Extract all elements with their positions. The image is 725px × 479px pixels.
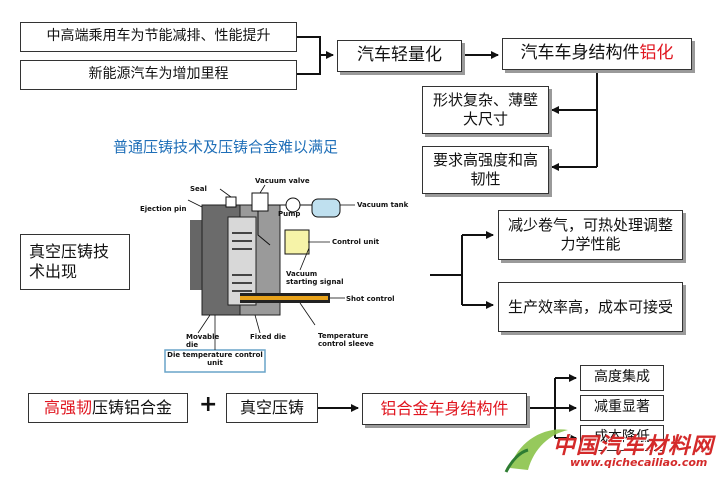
alloy-box: 高强韧压铸铝合金 — [28, 393, 188, 423]
outcome-box-1: 高度集成 — [580, 365, 664, 391]
vacuum-die-casting-schematic — [164, 184, 355, 373]
watermark-url: www.qichecailiao.com — [570, 456, 708, 469]
driver-text-2: 新能源汽车为增加里程 — [88, 66, 229, 83]
body-parts-box: 汽车车身结构件铝化 — [502, 38, 692, 70]
outcome-box-3: 成本降低 — [580, 425, 664, 451]
outcome-text-2: 减重显著 — [594, 399, 650, 416]
label-vacuum-signal: Vacuum starting signal — [286, 270, 344, 286]
lightweight-box: 汽车轻量化 — [337, 40, 462, 72]
temperature-control-sleeve — [240, 296, 328, 300]
result-box: 铝合金车身结构件 — [362, 393, 527, 425]
driver-box-2: 新能源汽车为增加里程 — [20, 60, 297, 90]
body-parts-text: 汽车车身结构件铝化 — [521, 43, 674, 64]
benefit-text-2: 生产效率高，成本可接受 — [507, 297, 673, 316]
ejection-pin-block — [190, 220, 202, 290]
label-control-unit: Control unit — [332, 238, 380, 246]
benefit-text-1: 减少卷气，可热处理调整力学性能 — [507, 216, 673, 253]
outcome-box-2: 减重显著 — [580, 395, 664, 421]
drivers-bracket — [297, 36, 321, 75]
alloy-text: 高强韧压铸铝合金 — [44, 398, 172, 418]
plus-sign: + — [199, 392, 218, 417]
benefit-box-2: 生产效率高，成本可接受 — [498, 282, 683, 332]
label-vacuum-valve: Vacuum valve — [255, 177, 310, 185]
vacuum-valve — [251, 192, 269, 212]
vacuum-casting-text: 真空压铸 — [239, 398, 304, 417]
alloy-rest: 压铸铝合金 — [92, 398, 173, 417]
control-unit-box — [284, 229, 310, 255]
label-fixed-die: Fixed die — [250, 333, 287, 341]
driver-box-1: 中高端乘用车为节能减排、性能提升 — [20, 22, 297, 52]
label-shot-control: Shot control — [346, 295, 395, 303]
seal — [225, 196, 237, 208]
label-movable-die: Movable die — [186, 333, 220, 349]
outcome-text-3: 成本降低 — [594, 429, 650, 446]
vacuum-tech-text: 真空压铸技术出现 — [29, 242, 110, 281]
body-parts-prefix: 汽车车身结构件 — [520, 43, 640, 64]
lightweight-text: 汽车轻量化 — [357, 45, 442, 66]
vacuum-tank-icon — [311, 198, 341, 218]
label-pump: Pump — [278, 210, 301, 218]
watermark-logo-icon — [504, 429, 568, 473]
alloy-highlight: 高强韧 — [43, 398, 92, 417]
label-vacuum-tank: Vacuum tank — [357, 201, 409, 209]
limitation-note: 普通压铸技术及压铸合金难以满足 — [113, 138, 339, 156]
label-temperature-sleeve: Temperature control sleeve — [318, 332, 374, 348]
body-parts-highlight: 铝化 — [639, 43, 674, 64]
benefit-box-1: 减少卷气，可热处理调整力学性能 — [498, 210, 683, 260]
high-strength-box: 要求高强度和高韧性 — [422, 146, 549, 194]
vacuum-tech-box: 真空压铸技术出现 — [20, 234, 130, 290]
outcome-text-1: 高度集成 — [594, 369, 650, 386]
complex-shape-box: 形状复杂、薄壁大尺寸 — [422, 86, 549, 134]
label-seal: Seal — [190, 185, 207, 193]
result-text: 铝合金车身结构件 — [380, 399, 509, 418]
watermark-name: 中国汽车材料网 — [553, 434, 715, 459]
high-strength-text: 要求高强度和高韧性 — [432, 151, 538, 188]
vacuum-casting-box: 真空压铸 — [226, 393, 318, 423]
label-ejection-pin: Ejection pin — [140, 205, 187, 213]
complex-shape-text: 形状复杂、薄壁大尺寸 — [432, 91, 538, 128]
driver-text-1: 中高端乘用车为节能减排、性能提升 — [46, 28, 271, 45]
label-die-temperature-unit: Die temperature control unit — [167, 351, 263, 367]
